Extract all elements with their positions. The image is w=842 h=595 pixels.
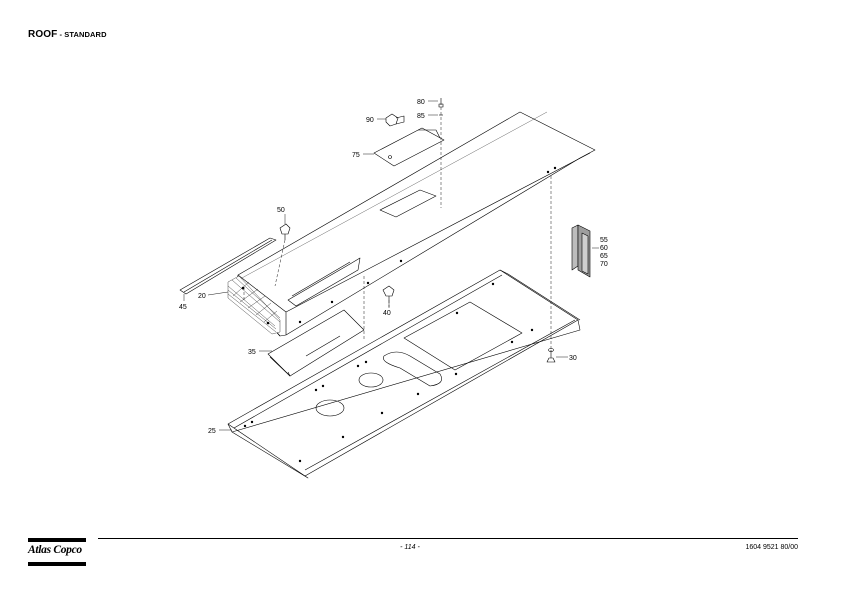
logo-bar-top (28, 538, 86, 542)
part-knob-40 (382, 285, 395, 300)
callout-30: 30 (569, 355, 577, 362)
callout-60: 60 (600, 245, 608, 252)
part-seal-profile (571, 224, 591, 278)
document-number: 1604 9521 80/00 (745, 544, 798, 551)
callout-35: 35 (248, 349, 256, 356)
callout-70: 70 (600, 261, 608, 268)
atlas-copco-logo: Atlas Copco (28, 538, 86, 568)
part-roof-cover (227, 111, 596, 337)
callout-85: 85 (417, 113, 425, 120)
page-number: - 114 - (400, 544, 420, 551)
title-subtitle: - STANDARD (57, 30, 107, 39)
callout-80: 80 (417, 99, 425, 106)
title-main: ROOF (28, 29, 58, 40)
callout-55: 55 (600, 237, 608, 244)
part-base-frame (227, 269, 581, 479)
part-knob-50 (279, 223, 291, 240)
leader-lines (183, 100, 599, 431)
callout-65: 65 (600, 253, 608, 260)
callout-45: 45 (179, 304, 187, 311)
page-title: ROOF - STANDARD (28, 29, 107, 40)
part-trim-strip (179, 237, 277, 295)
part-side-plate (267, 309, 365, 377)
part-handle (385, 113, 405, 127)
callout-20: 20 (198, 293, 206, 300)
callout-40: 40 (383, 310, 391, 317)
logo-wordmark: Atlas Copco (28, 544, 82, 556)
callout-75: 75 (352, 152, 360, 159)
callout-25: 25 (208, 428, 216, 435)
logo-bar-bottom (28, 562, 86, 566)
callout-50: 50 (277, 207, 285, 214)
part-hatch-plate (373, 127, 445, 167)
footer-rule (98, 538, 798, 539)
part-stud (546, 348, 556, 363)
callout-90: 90 (366, 117, 374, 124)
